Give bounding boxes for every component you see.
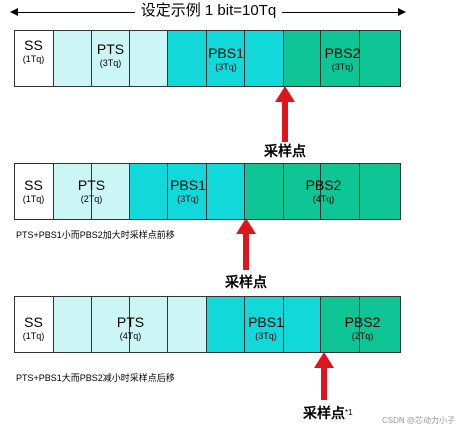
left-arrow-icon [10, 8, 18, 16]
watermark: CSDN @芯动力小子 [381, 416, 455, 425]
tq-cell [53, 297, 92, 352]
sample-point-label-text: 采样点 [303, 405, 345, 421]
bit-timing-row-1 [14, 30, 401, 87]
sample-point-arrow-icon [275, 86, 295, 142]
sample-point-label: 采样点 [225, 274, 267, 290]
diagram-title: 设定示例 1 bit=10Tq [134, 2, 283, 19]
tq-cell [283, 31, 322, 86]
tq-cell [130, 31, 169, 86]
tq-cell [15, 297, 54, 352]
tq-cell [321, 297, 361, 352]
tq-cell [283, 297, 322, 352]
tq-cell [283, 164, 322, 219]
tq-cell [244, 164, 284, 219]
tq-cell [91, 297, 131, 352]
tq-cell [168, 31, 207, 86]
tq-cell [15, 164, 54, 219]
note-text: PTS+PBS1大而PBS2减小时采样点后移 [16, 373, 175, 383]
tq-cell [206, 31, 245, 86]
tq-cell [321, 31, 361, 86]
tq-cell [130, 297, 169, 352]
sample-point-label: 采样点*1 [303, 405, 353, 421]
tq-cell [360, 164, 400, 219]
sample-point-arrow-icon [236, 218, 256, 270]
tq-cell [91, 31, 131, 86]
tq-cell [206, 164, 245, 219]
tq-cell [15, 31, 54, 86]
sample-point-arrow-icon [314, 352, 334, 400]
tq-cell [206, 297, 245, 352]
bit-timing-row-3 [14, 296, 401, 353]
tq-cell [244, 297, 284, 352]
tq-cell [360, 31, 400, 86]
footnote-marker: *1 [345, 408, 353, 417]
tq-cell [168, 164, 207, 219]
bit-timing-row-2 [14, 163, 401, 220]
tq-cell [91, 164, 131, 219]
tq-cell [244, 31, 284, 86]
tq-cell [360, 297, 400, 352]
tq-cell [130, 164, 169, 219]
tq-cell [168, 297, 207, 352]
tq-cell [53, 31, 92, 86]
note-text: PTS+PBS1小而PBS2加大时采样点前移 [16, 230, 175, 240]
sample-point-label: 采样点 [264, 143, 306, 159]
tq-cell [53, 164, 92, 219]
right-arrow-icon [398, 8, 406, 16]
tq-cell [321, 164, 361, 219]
